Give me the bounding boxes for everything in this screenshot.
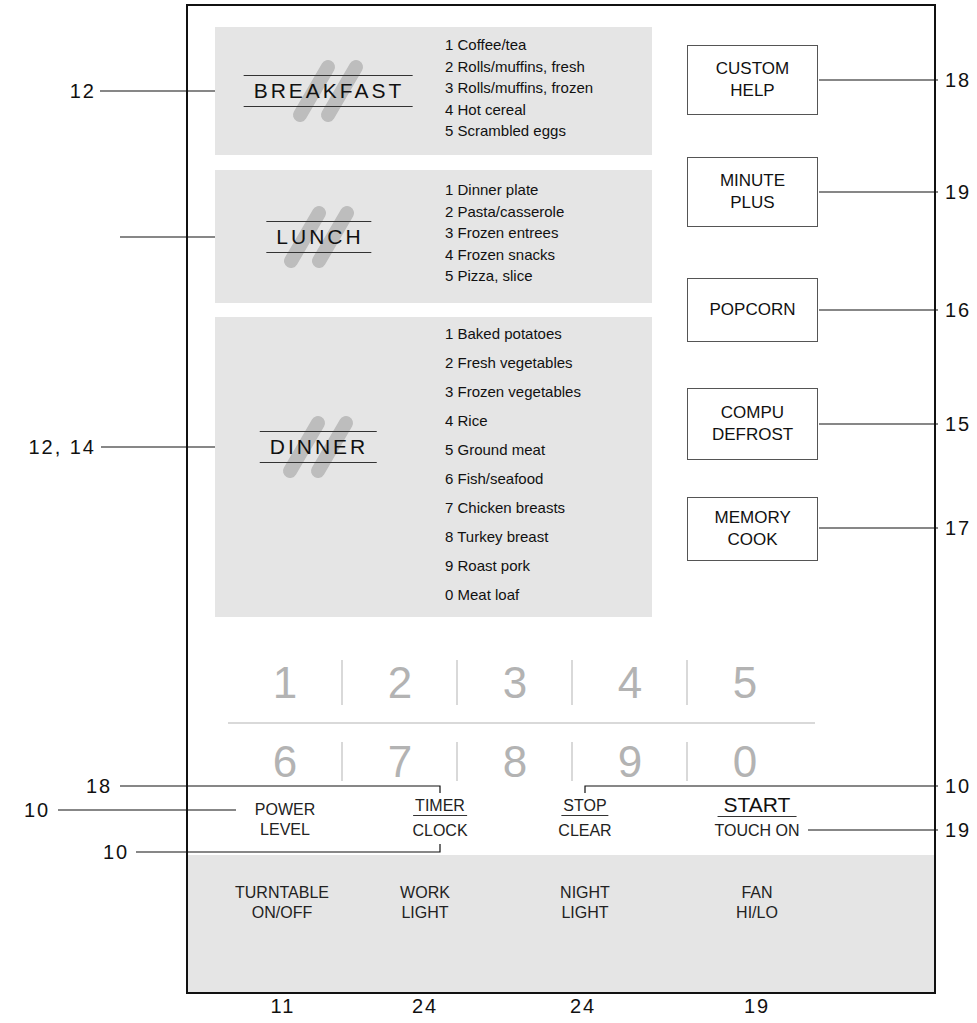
menu-item: 5 Pizza, slice: [445, 265, 533, 287]
menu-item: 4 Rice: [445, 410, 488, 432]
callout-number: 15: [945, 413, 971, 435]
callout-number: 17: [945, 517, 971, 539]
key-label: TOUCH ON: [714, 821, 799, 840]
callout-number: 18: [945, 69, 971, 91]
callout-number: 24: [412, 995, 438, 1017]
keypad-digit: 0: [733, 738, 757, 786]
menu-item: 4 Hot cereal: [445, 99, 526, 121]
menu-item: 3 Frozen entrees: [445, 222, 558, 244]
menu-item: 3 Rolls/muffins, frozen: [445, 77, 593, 99]
menu-item: 1 Coffee/tea: [445, 34, 526, 56]
key-label: TIMER: [413, 796, 467, 816]
menu-band: LUNCH 1 Dinner plate2 Pasta/casserole3 Fr…: [215, 170, 652, 303]
callout-number: 10: [24, 799, 50, 821]
menu-item: 5 Scrambled eggs: [445, 120, 566, 142]
leader-lines: [58, 80, 938, 852]
button-label: CUSTOM HELP: [716, 58, 789, 102]
keypad-digit: 9: [618, 738, 642, 786]
function-button: POPCORN: [687, 278, 818, 342]
menu-item: 3 Frozen vegetables: [445, 381, 581, 403]
keypad-digit: 1: [273, 659, 297, 707]
leader-line: [819, 423, 938, 424]
callout-number: 12: [70, 80, 96, 102]
menu-item: 2 Pasta/casserole: [445, 201, 564, 223]
function-button: CUSTOM HELP: [687, 45, 818, 115]
keypad-digit: 4: [618, 659, 642, 707]
keypad-divider: [456, 742, 458, 781]
leader-line: [585, 786, 938, 793]
leader-line: [100, 90, 228, 91]
key-label: STOP: [561, 796, 608, 816]
key-label: POWER LEVEL: [245, 800, 325, 840]
menu-item: 9 Roast pork: [445, 555, 530, 577]
keypad-divider: [456, 660, 458, 705]
callout-number: 10: [103, 841, 129, 863]
leader-line: [819, 191, 938, 192]
menu-item: 6 Fish/seafood: [445, 468, 543, 490]
menu-item: 2 Rolls/muffins, fresh: [445, 56, 585, 78]
leader-line: [58, 809, 236, 810]
keypad-divider: [228, 722, 815, 724]
button-label: MEMORY COOK: [715, 507, 791, 551]
menu-band: BREAKFAST 1 Coffee/tea2 Rolls/muffins, fr…: [215, 27, 652, 155]
keypad-digit: 2: [388, 659, 412, 707]
panel-outline: [187, 5, 935, 993]
leader-line: [120, 786, 440, 793]
keypad-divider: [571, 742, 573, 781]
button-label: WORK LIGHT: [389, 883, 461, 923]
callout-number: 16: [945, 299, 971, 321]
menu-item: 8 Turkey breast: [445, 526, 548, 548]
leader-line: [136, 844, 440, 852]
keypad-digit: 6: [273, 738, 297, 786]
leader-line: [101, 446, 228, 447]
keypad-digit: 8: [503, 738, 527, 786]
leader-line: [808, 829, 938, 830]
keypad-divider: [571, 660, 573, 705]
menu-item: 5 Ground meat: [445, 439, 545, 461]
menu-band: DINNER 1 Baked potatoes 2 Fresh vegetables…: [215, 317, 652, 617]
function-button: COMPU DEFROST: [687, 388, 818, 460]
button-label: MINUTE PLUS: [720, 170, 785, 214]
menu-title: BREAKFAST: [244, 75, 413, 107]
callout-number: 19: [945, 819, 971, 841]
callout-number: 12, 14: [28, 436, 96, 458]
keypad-digit: 7: [388, 738, 412, 786]
leader-line: [819, 309, 938, 310]
callout-number: 19: [945, 181, 971, 203]
button-label: NIGHT LIGHT: [549, 883, 621, 923]
button-label: TURNTABLE ON/OFF: [226, 883, 338, 923]
menu-item: 0 Meat loaf: [445, 584, 519, 606]
button-label: COMPU DEFROST: [712, 402, 793, 446]
menu-item: 1 Dinner plate: [445, 179, 538, 201]
callout-number: 11: [271, 995, 296, 1017]
leader-line: [819, 79, 938, 80]
key-label: START: [718, 793, 797, 817]
keypad-digit: 3: [503, 659, 527, 707]
button-label: FAN HI/LO: [726, 883, 788, 923]
stripe-decoration: [215, 317, 652, 617]
keypad-divider: [341, 660, 343, 705]
menu-item: 1 Baked potatoes: [445, 323, 562, 345]
callout-number: 18: [86, 775, 112, 797]
keypad-divider: [686, 742, 688, 781]
control-band: TURNTABLE ON/OFF WORK LIGHT NIGHT LIGHT FAN…: [188, 855, 934, 992]
keypad-divider: [686, 660, 688, 705]
function-button: MINUTE PLUS: [687, 157, 818, 227]
leader-line: [819, 527, 938, 528]
menu-title: LUNCH: [266, 221, 371, 253]
function-button: MEMORY COOK: [687, 497, 818, 561]
keypad-digit: 5: [733, 659, 757, 707]
key-label: CLEAR: [558, 821, 611, 840]
callout-number: 10: [945, 775, 971, 797]
menu-item: 7 Chicken breasts: [445, 497, 565, 519]
button-label: POPCORN: [710, 299, 796, 321]
key-label: CLOCK: [412, 821, 467, 840]
menu-item: 4 Frozen snacks: [445, 244, 555, 266]
menu-item: 2 Fresh vegetables: [445, 352, 573, 374]
menu-title: DINNER: [260, 431, 377, 463]
callout-number: 19: [744, 995, 770, 1017]
callout-number: 24: [570, 995, 596, 1017]
keypad-divider: [341, 742, 343, 781]
